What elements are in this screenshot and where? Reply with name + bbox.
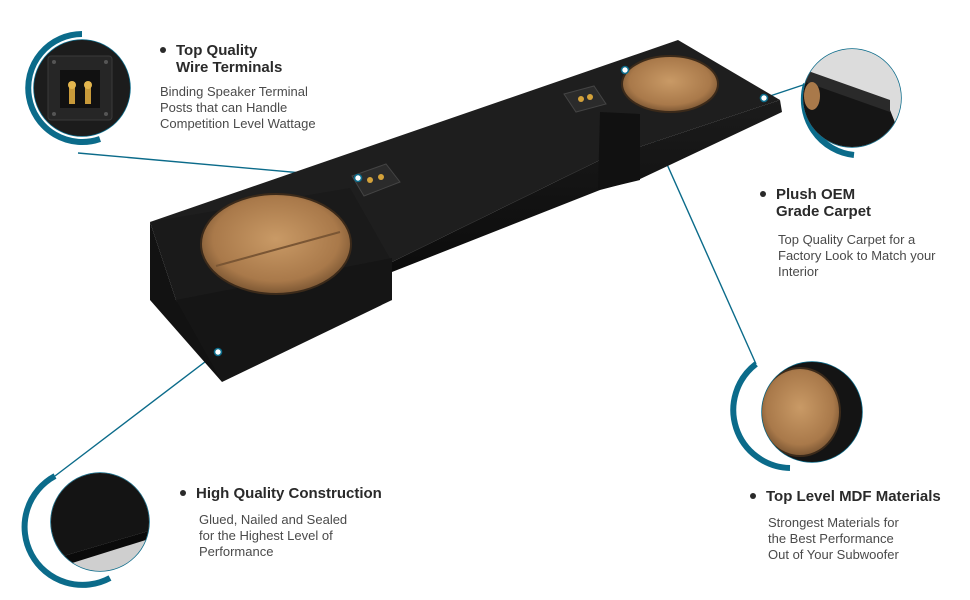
feature-title: Top Level MDF Materials [766,488,941,505]
callout-line-construction [54,351,219,477]
feature-description: Glued, Nailed and Sealed for the Highest… [199,512,348,559]
callout-circle-carpet [800,48,902,158]
terminal-cup-right [563,85,607,113]
bullet-icon [160,47,166,53]
anchor-dot-construction [213,347,223,357]
subwoofer-box [150,40,782,382]
feature-title: Plush OEM Grade Carpet [776,186,872,220]
bullet-icon [760,191,766,197]
feature-mdf: Top Level MDF Materials Strongest Materi… [750,488,941,563]
anchor-dot-mdf [620,65,630,75]
speaker-hole-left [201,194,351,294]
feature-construction: High Quality Construction Glued, Nailed … [180,485,382,560]
feature-description: Strongest Materials for the Best Perform… [768,515,899,562]
feature-title: High Quality Construction [196,485,382,502]
bullet-icon [750,493,756,499]
feature-description: Binding Speaker Terminal Posts that can … [160,84,316,131]
anchor-dot-terminals [353,173,363,183]
feature-title: Top Quality Wire Terminals [176,42,283,76]
feature-carpet: Plush OEM Grade Carpet Top Quality Carpe… [760,186,936,280]
callout-circle-terminals [25,31,131,145]
callout-circle-mdf [730,361,863,471]
feature-description: Top Quality Carpet for a Factory Look to… [778,232,936,279]
speaker-hole-right [622,56,718,112]
callout-circle-construction [21,472,150,588]
bullet-icon [180,490,186,496]
feature-wire-terminals: Top Quality Wire Terminals Binding Speak… [160,42,316,132]
terminal-cup-left [351,163,401,197]
anchor-dot-carpet [759,93,769,103]
